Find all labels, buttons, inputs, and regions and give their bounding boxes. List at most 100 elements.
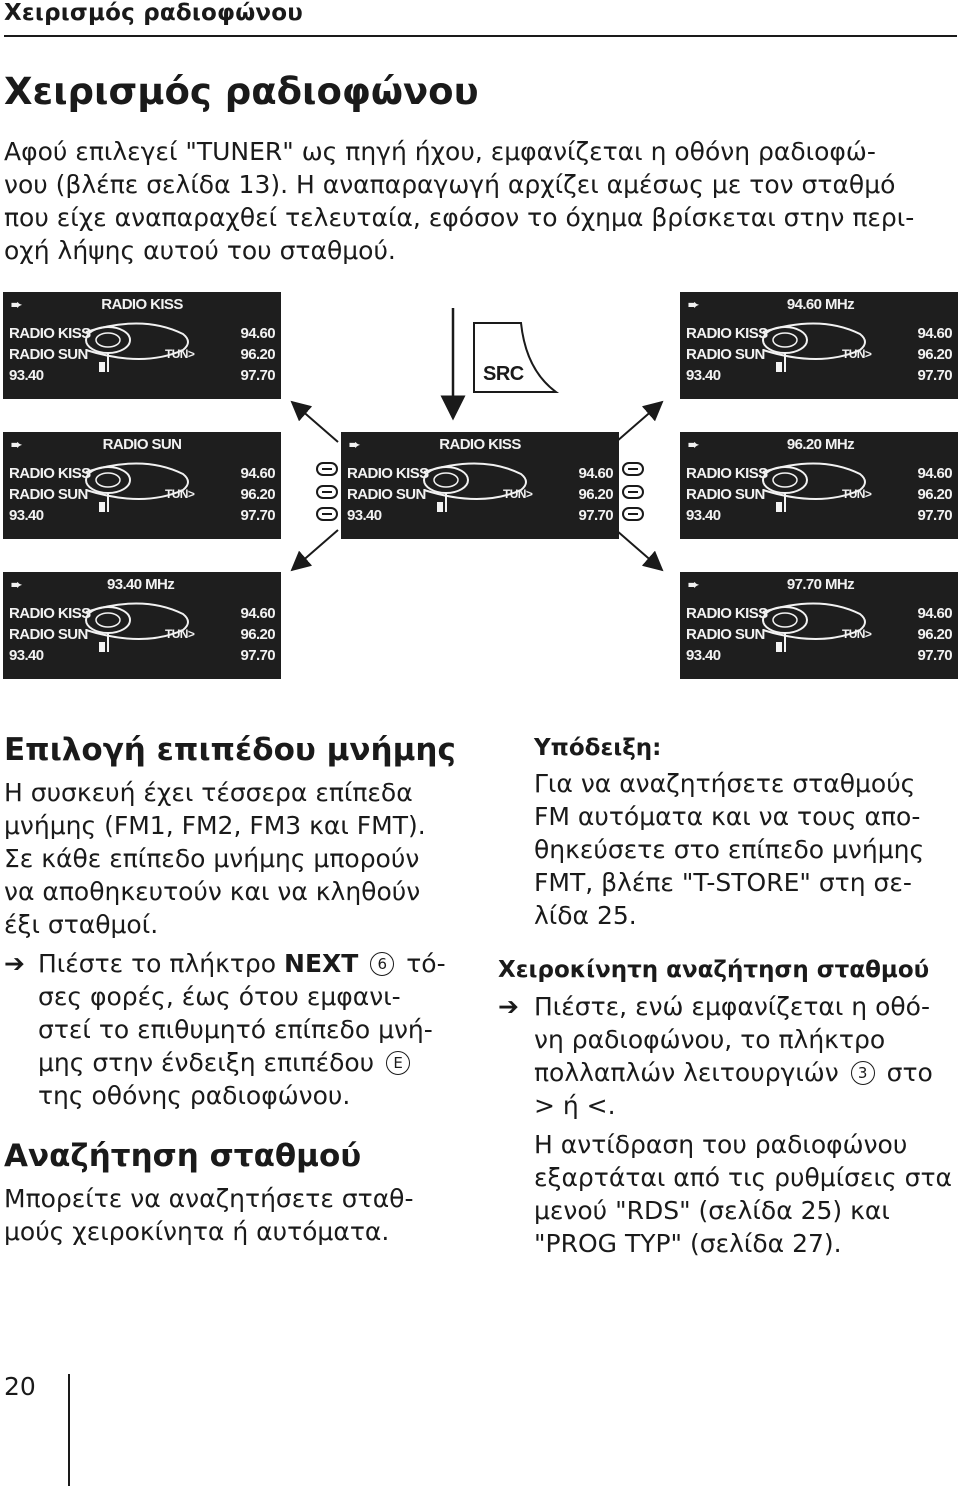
station-name: 93.40 bbox=[686, 367, 721, 384]
frequency: 96.20 bbox=[578, 486, 613, 503]
station-name: RADIO SUN bbox=[9, 346, 88, 363]
radio-display-bottom-left: ➨ 93.40 MHz RADIO KISS RADIO SUN 93.40 T… bbox=[3, 572, 281, 679]
step-text: Πιέστε το πλήκτρο bbox=[38, 949, 285, 978]
memory-level-icon bbox=[622, 507, 644, 521]
antenna-dish-icon bbox=[85, 602, 189, 652]
arrow-icon: ➨ bbox=[688, 437, 699, 452]
key-number-badge: 3 bbox=[850, 1061, 875, 1085]
instruction-step: ➔ Πιέστε, ενώ εμφανίζεται η οθό- νη ραδι… bbox=[498, 990, 958, 1260]
body-line: να αποθηκευτούν και να κληθούν bbox=[4, 877, 421, 906]
station-name: RADIO SUN bbox=[9, 486, 88, 503]
station-name: RADIO SUN bbox=[9, 626, 88, 643]
radio-display-mid-center: ➨ RADIO KISS RADIO KISS RADIO SUN 93.40 … bbox=[341, 432, 619, 539]
intro-paragraph: Αφού επιλεγεί "TUNER" ως πηγή ήχου, εμφα… bbox=[4, 135, 954, 267]
station-name: RADIO KISS bbox=[347, 465, 429, 482]
step-line: της οθόνης ραδιοφώνου. bbox=[38, 1081, 351, 1110]
frequency-list: 94.60 96.20 97.70 bbox=[917, 603, 952, 666]
body-line: Η αντίδραση του ραδιοφώνου bbox=[534, 1130, 908, 1159]
step-line: > ή <. bbox=[534, 1091, 616, 1120]
step-line: πολλαπλών λειτουργιών 3 στο bbox=[534, 1056, 958, 1089]
src-button-label: SRC bbox=[483, 363, 524, 385]
radio-display-top-right: ➨ 94.60 MHz RADIO KISS RADIO SUN 93.40 T… bbox=[680, 292, 958, 399]
station-list: RADIO KISS RADIO SUN 93.40 bbox=[686, 463, 768, 526]
body-line: μούς χειροκίνητα ή αυτόματα. bbox=[4, 1217, 390, 1246]
station-name: RADIO SUN bbox=[686, 486, 765, 503]
body-line: Σε κάθε επίπεδο μνήμης μπορούν bbox=[4, 844, 420, 873]
arrow-icon: ➨ bbox=[11, 437, 22, 452]
arrow-bullet-icon: ➔ bbox=[498, 992, 519, 1021]
body-line: "PROG TYP" (σελίδα 27). bbox=[534, 1229, 842, 1258]
frequency: 94.60 bbox=[917, 325, 952, 342]
arrow-icon: ➨ bbox=[688, 297, 699, 312]
frequency: 97.70 bbox=[578, 507, 613, 524]
tuner-indicator: TUN> bbox=[503, 487, 533, 501]
frequency-list: 94.60 96.20 97.70 bbox=[240, 463, 275, 526]
display-headline: 93.40 MHz bbox=[107, 576, 175, 593]
display-headline: 94.60 MHz bbox=[786, 296, 855, 313]
station-list: RADIO KISS RADIO SUN 93.40 bbox=[686, 603, 768, 666]
step-text: μης στην ένδειξη επιπέδου bbox=[38, 1048, 375, 1077]
arrow-to-bottom-left bbox=[290, 529, 339, 572]
frequency: 97.70 bbox=[240, 367, 275, 384]
station-name: 93.40 bbox=[9, 507, 44, 524]
memory-level-icon bbox=[316, 507, 338, 521]
antenna-dish-icon bbox=[85, 462, 189, 512]
frequency-list: 94.60 96.20 97.70 bbox=[240, 323, 275, 386]
station-name: RADIO KISS bbox=[9, 465, 91, 482]
memory-level-icon bbox=[622, 485, 644, 499]
header-divider bbox=[4, 35, 957, 37]
antenna-dish-icon bbox=[762, 322, 866, 372]
frequency: 94.60 bbox=[240, 605, 275, 622]
step-line: σες φορές, έως ότου εμφανι- bbox=[38, 982, 401, 1011]
body-line: έξι σταθμοί. bbox=[4, 910, 159, 939]
tuner-indicator: TUN> bbox=[165, 627, 195, 641]
display-headline: 96.20 MHz bbox=[786, 436, 855, 453]
instruction-step: ➔ Πιέστε το πλήκτρο NEXT 6 τό- σες φορές… bbox=[4, 947, 474, 1112]
frequency: 94.60 bbox=[917, 605, 952, 622]
memory-level-icon bbox=[316, 462, 338, 476]
frequency: 94.60 bbox=[240, 325, 275, 342]
antenna-dish-icon bbox=[762, 602, 866, 652]
antenna-dish-icon bbox=[423, 462, 527, 512]
body-line: μενού "RDS" (σελίδα 25) και bbox=[534, 1196, 890, 1225]
key-number-badge: 6 bbox=[370, 952, 395, 976]
step-line: στεί το επιθυμητό επίπεδο μνή- bbox=[38, 1015, 433, 1044]
station-name: 93.40 bbox=[9, 367, 44, 384]
arrow-icon: ➨ bbox=[11, 297, 22, 312]
frequency: 97.70 bbox=[240, 507, 275, 524]
step-line: Πιέστε το πλήκτρο NEXT 6 τό- bbox=[38, 947, 474, 980]
right-column: Υπόδειξη: Για να αναζητήσετε σταθμούς FM… bbox=[498, 731, 958, 1260]
frequency: 97.70 bbox=[917, 507, 952, 524]
memory-level-heading: Επιλογή επιπέδου μνήμης bbox=[4, 732, 456, 768]
step-text: στο bbox=[886, 1058, 933, 1087]
intro-line: που είχε αναπαραχθεί τελευταία, εφόσον τ… bbox=[4, 203, 915, 232]
display-headline: 97.70 MHz bbox=[786, 576, 855, 593]
station-name: RADIO SUN bbox=[347, 486, 426, 503]
arrow-icon: ➨ bbox=[11, 577, 22, 592]
frequency-list: 94.60 96.20 97.70 bbox=[578, 463, 613, 526]
manual-search-heading: Χειροκίνητη αναζήτηση σταθμού bbox=[498, 957, 930, 983]
arrow-to-bottom-right bbox=[615, 529, 664, 572]
arrow-bullet-icon: ➔ bbox=[4, 949, 25, 978]
note-line: Για να αναζητήσετε σταθμούς bbox=[534, 769, 916, 798]
note-line: λίδα 25. bbox=[534, 901, 637, 930]
frequency: 96.20 bbox=[240, 486, 275, 503]
note-box: Υπόδειξη: Για να αναζητήσετε σταθμούς FM… bbox=[498, 731, 958, 932]
station-name: RADIO KISS bbox=[686, 465, 768, 482]
frequency: 97.70 bbox=[917, 367, 952, 384]
step-line: Πιέστε, ενώ εμφανίζεται η οθό- bbox=[534, 992, 930, 1021]
radio-display-top-left: ➨ RADIO KISS RADIO KISS RADIO SUN 93.40 … bbox=[3, 292, 281, 399]
body-line: Μπορείτε να αναζητήσετε σταθ- bbox=[4, 1184, 414, 1213]
level-indicator-badge: E bbox=[386, 1051, 411, 1075]
display-headline: RADIO KISS bbox=[439, 436, 521, 453]
station-list: RADIO KISS RADIO SUN 93.40 bbox=[347, 463, 429, 526]
station-name: RADIO KISS bbox=[9, 605, 91, 622]
radio-display-mid-right: ➨ 96.20 MHz RADIO KISS RADIO SUN 93.40 T… bbox=[680, 432, 958, 539]
frequency: 96.20 bbox=[917, 346, 952, 363]
display-headline: RADIO KISS bbox=[101, 296, 183, 313]
radio-display-mid-left: ➨ RADIO SUN RADIO KISS RADIO SUN 93.40 T… bbox=[3, 432, 281, 539]
intro-line: Αφού επιλεγεί "TUNER" ως πηγή ήχου, εμφα… bbox=[4, 137, 876, 166]
note-title: Υπόδειξη: bbox=[534, 735, 662, 761]
antenna-dish-icon bbox=[762, 462, 866, 512]
arrow-to-top-left bbox=[290, 400, 339, 443]
